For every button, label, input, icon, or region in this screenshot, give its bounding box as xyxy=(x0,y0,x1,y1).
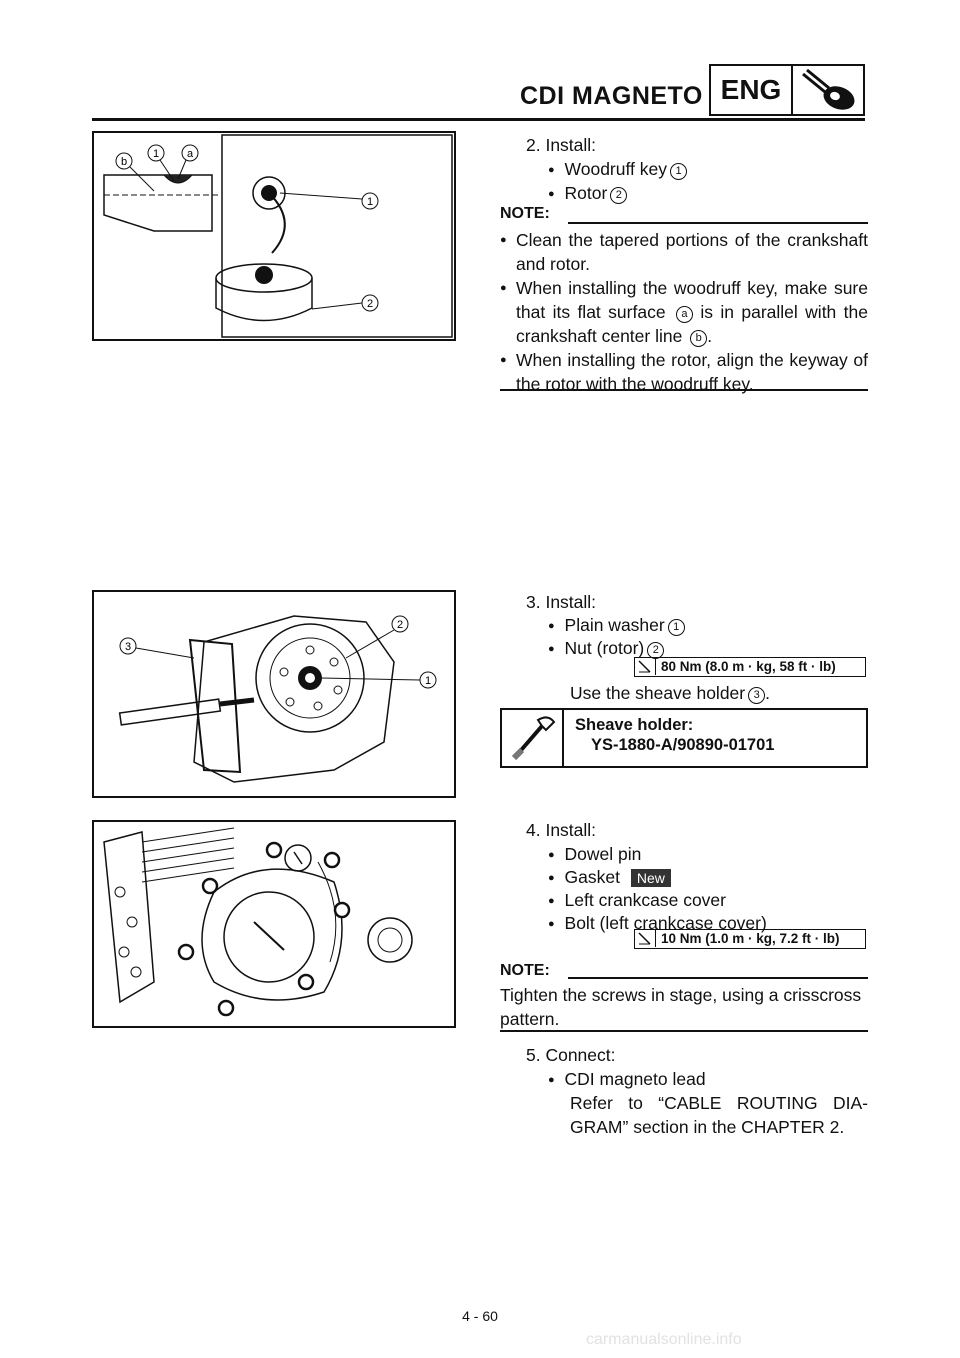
step-5-label: 5. Connect: xyxy=(526,1045,616,1065)
step-4-item-3-text: Left crankcase cover xyxy=(564,890,726,910)
page-number: 4 - 60 xyxy=(462,1308,498,1324)
figure-crankcase-cover xyxy=(92,820,456,1028)
note-2-text: Tighten the screws in stage, using a cri… xyxy=(500,985,862,1029)
fig2-label-3: 3 xyxy=(125,641,131,653)
note-1-item-1: Clean the tapered portions of the cranks… xyxy=(500,228,868,276)
step-5-item-1-text: CDI magneto lead xyxy=(564,1069,706,1089)
tool-name: Sheave holder: xyxy=(575,716,694,734)
note-2-top-rule xyxy=(568,977,868,979)
figure-sheave-holder: 3 2 1 xyxy=(92,590,456,798)
torque-spec-1-value: 80 Nm (8.0 m · kg, 58 ft · lb) xyxy=(661,659,836,674)
eng-label: ENG xyxy=(711,66,793,114)
fig1-label-b: b xyxy=(121,156,127,168)
torque-wrench-icon xyxy=(638,658,656,675)
step-3-use-label: Use the sheave holder xyxy=(570,683,746,703)
step-4-item-4: Bolt (left crankcase cover) xyxy=(548,911,767,938)
figure-rotor-install: b 1 a 1 2 xyxy=(92,131,456,341)
crankcase-cover-illustration xyxy=(103,827,413,1017)
fig1-label-a: a xyxy=(187,148,194,160)
torque-spec-2: 10 Nm (1.0 m · kg, 7.2 ft · lb) xyxy=(634,929,866,949)
step-4-item-4-text: Bolt (left crankcase cover) xyxy=(564,913,767,933)
special-tool-box: Sheave holder: YS-1880-A/90890-01701 xyxy=(500,708,868,768)
fig2-label-1: 1 xyxy=(425,675,431,687)
header-rule xyxy=(92,118,865,121)
step-3-label: 3. Install: xyxy=(526,592,597,612)
fig1-label-1b: 1 xyxy=(367,196,373,208)
step-3-item-1-text: Plain washer xyxy=(564,615,665,635)
ref-1: 1 xyxy=(670,163,687,180)
torque-spec-2-value: 10 Nm (1.0 m · kg, 7.2 ft · lb) xyxy=(661,931,840,946)
fig1-label-1a: 1 xyxy=(153,148,159,160)
step-2-label: 2. Install: xyxy=(526,135,597,155)
fig2-label-2: 2 xyxy=(397,619,403,631)
step-4-item-1-text: Dowel pin xyxy=(564,844,642,864)
step-5-ref-line-2: GRAM” section in the CHAPTER 2. xyxy=(570,1117,845,1137)
step-4-item-2: Gasket New xyxy=(548,865,671,892)
note-1-item-2: When installing the woodruff key, make s… xyxy=(500,276,868,348)
step-4-item-2-text: Gasket xyxy=(564,867,620,887)
step-3-item-2-text: Nut (rotor) xyxy=(564,638,645,658)
ref-b: b xyxy=(690,330,708,347)
note-1-item-2-text-b: is in parallel with the crankshaft cente… xyxy=(516,302,868,346)
tool-box-divider xyxy=(562,710,564,766)
step-5-ref-line-1: Refer to “CABLE ROUTING DIA- xyxy=(570,1093,868,1113)
wrench-icon xyxy=(802,68,855,110)
sheave-holder-illustration: 3 2 1 xyxy=(118,615,437,783)
step-4-item-3: Left crankcase cover xyxy=(548,888,726,915)
ref-1: 1 xyxy=(667,619,685,636)
note-1-top-rule xyxy=(568,222,868,224)
section-badge: ENG xyxy=(709,64,865,116)
new-part-badge: New xyxy=(630,869,671,887)
special-tool-icon xyxy=(511,716,556,761)
step-4-label: 4. Install: xyxy=(526,820,597,840)
ref-2: 2 xyxy=(610,187,628,204)
ref-a: a xyxy=(675,306,693,323)
tool-number: YS-1880-A/90890-01701 xyxy=(591,736,775,754)
note-1-item-2-text-a: When installing the woodruff key, make s… xyxy=(516,278,868,322)
note-1-bottom-rule xyxy=(500,389,868,391)
step-2-item-2-text: Rotor xyxy=(564,183,608,203)
note-2-bottom-rule xyxy=(500,1030,868,1032)
note-1-label: NOTE: xyxy=(500,205,550,222)
torque-spec-1: 80 Nm (8.0 m · kg, 58 ft · lb) xyxy=(634,657,866,677)
note-2-label: NOTE: xyxy=(500,962,550,979)
note-1-body: Clean the tapered portions of the cranks… xyxy=(500,228,868,396)
rotor-install-illustration: b 1 a 1 2 xyxy=(103,134,453,338)
fig1-label-2: 2 xyxy=(367,298,373,310)
step-2-item-1-text: Woodruff key xyxy=(564,159,667,179)
page-title: CDI MAGNETO xyxy=(520,82,703,110)
torque-wrench-icon xyxy=(638,930,656,947)
step-5-item-1: CDI magneto lead xyxy=(548,1067,706,1094)
ref-3: 3 xyxy=(748,687,766,704)
watermark: carmanualsonline.info xyxy=(586,1331,742,1348)
step-4-item-1: Dowel pin xyxy=(548,842,642,869)
